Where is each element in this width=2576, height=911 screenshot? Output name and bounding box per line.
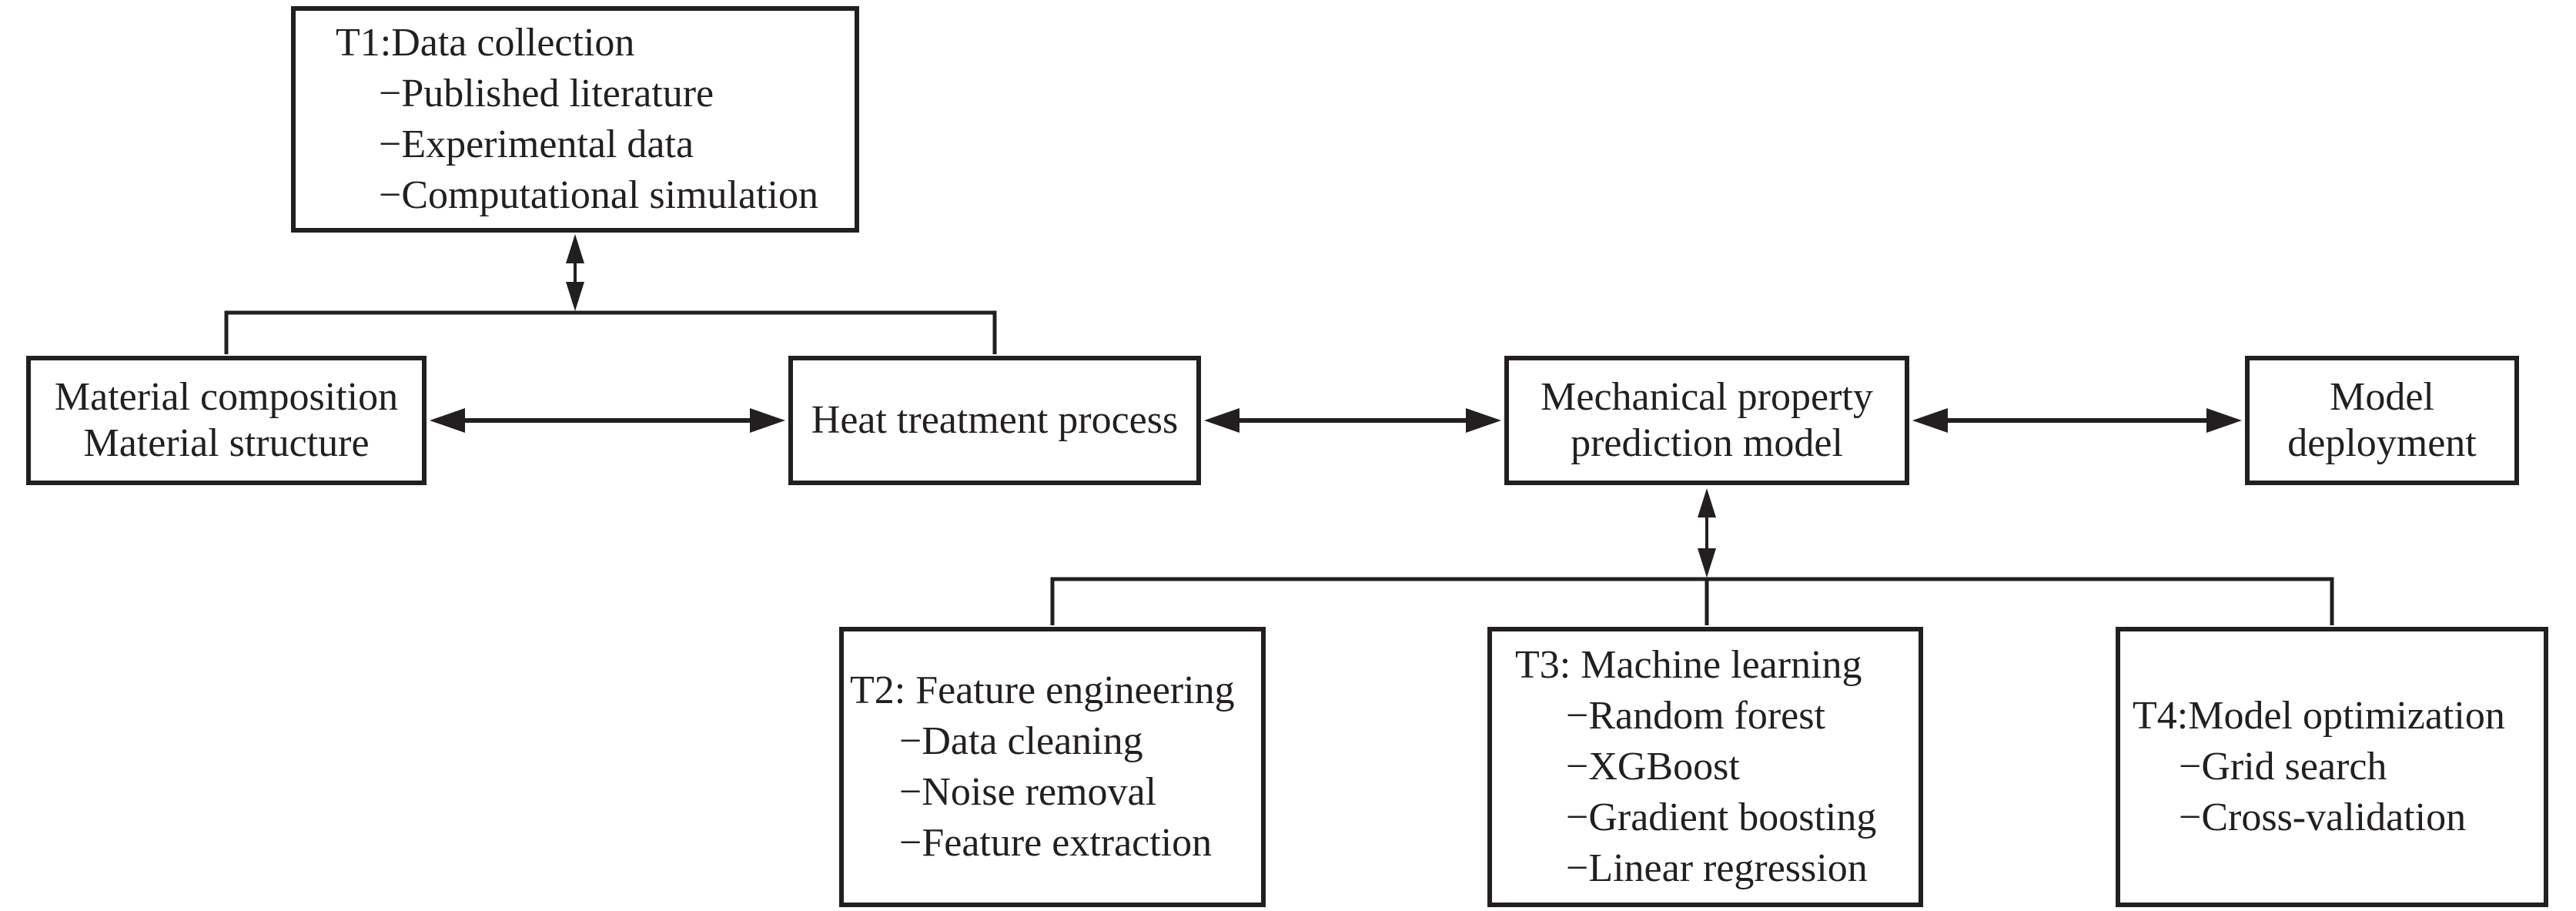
- heat-mechanical-arrow-head-right-icon: [1466, 408, 1501, 433]
- box-t1-data-collection: T1:Data collection −Published literature…: [291, 6, 859, 233]
- box-title: T1:Data collection: [336, 21, 635, 65]
- box-line: Material structure: [83, 421, 370, 465]
- box-material-composition-structure: Material composition Material structure: [26, 356, 427, 485]
- box-item: −Feature extraction: [899, 821, 1213, 865]
- box-item: −Linear regression: [1566, 846, 1868, 890]
- box-item: −XGBoost: [1566, 745, 1740, 789]
- box-model-deployment: Model deployment: [2245, 356, 2519, 485]
- mechanical-arrow-head-down-icon: [1698, 548, 1716, 578]
- bracket-bottom: [1050, 577, 2334, 625]
- box-t4-model-optimization: T4:Model optimization −Grid search −Cros…: [2116, 627, 2548, 907]
- box-t2-feature-engineering: T2: Feature engineering −Data cleaning −…: [839, 627, 1266, 907]
- box-line: Material composition: [54, 375, 399, 419]
- box-title: T3: Machine learning: [1515, 643, 1862, 687]
- box-item: −Published literature: [379, 72, 714, 116]
- box-line: prediction model: [1571, 421, 1843, 465]
- material-heat-arrow-head-right-icon: [750, 408, 785, 433]
- box-line: Model: [2330, 375, 2434, 419]
- box-item: −Random forest: [1566, 694, 1825, 738]
- mechanical-deployment-arrow-head-left-icon: [1912, 408, 1948, 433]
- box-item: −Experimental data: [379, 122, 694, 166]
- box-item: −Data cleaning: [899, 719, 1143, 763]
- box-item: −Cross-validation: [2179, 795, 2467, 839]
- bracket-top: [224, 310, 997, 354]
- box-line: Mechanical property: [1541, 375, 1873, 419]
- box-mechanical-property-prediction-model: Mechanical property prediction model: [1504, 356, 1909, 485]
- material-heat-arrow-head-left-icon: [430, 408, 465, 433]
- box-title: T2: Feature engineering: [850, 668, 1235, 712]
- heat-mechanical-arrow-head-left-icon: [1204, 408, 1239, 433]
- box-line: Heat treatment process: [811, 398, 1179, 442]
- box-item: −Grid search: [2179, 745, 2387, 789]
- box-item: −Computational simulation: [379, 173, 818, 217]
- mechanical-arrow-head-up-icon: [1698, 488, 1716, 517]
- t1-arrow-head-down-icon: [566, 282, 584, 311]
- box-t3-machine-learning: T3: Machine learning −Random forest −XGB…: [1487, 627, 1923, 907]
- box-item: −Gradient boosting: [1566, 795, 1877, 839]
- box-heat-treatment-process: Heat treatment process: [788, 356, 1201, 485]
- box-line: deployment: [2287, 421, 2477, 465]
- t1-arrow-head-up-icon: [566, 234, 584, 263]
- box-title: T4:Model optimization: [2133, 694, 2505, 738]
- mechanical-deployment-arrow-head-right-icon: [2206, 408, 2242, 433]
- box-item: −Noise removal: [899, 770, 1157, 814]
